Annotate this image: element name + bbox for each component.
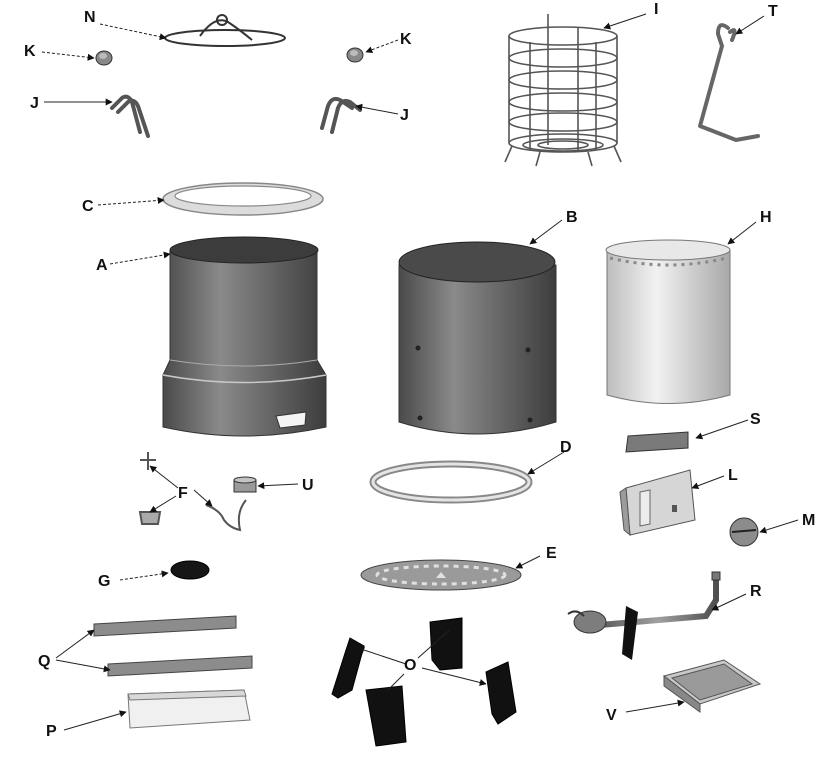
part-u-cap: [233, 476, 257, 493]
part-g-disc: [170, 560, 210, 580]
part-b-inner-shell: [398, 241, 557, 435]
callout-m: M: [802, 512, 815, 529]
part-t-hook: [698, 23, 760, 142]
part-o-legs: [331, 617, 517, 747]
callout-u: U: [302, 477, 314, 494]
callout-n: N: [84, 9, 96, 26]
part-m-control-knob: [729, 517, 759, 547]
callout-labels: N K K J J I T C A B H S L M U F D G E R …: [24, 1, 815, 740]
callout-i: I: [654, 1, 658, 18]
callout-r: R: [750, 583, 762, 600]
callout-p: P: [46, 723, 57, 740]
part-l-burner-bracket: [619, 469, 696, 537]
callout-q: Q: [38, 653, 50, 670]
callout-j-left: J: [30, 95, 39, 112]
callout-b: B: [566, 209, 578, 226]
part-e-heat-plate: [360, 559, 522, 591]
part-k-knob-right: [346, 47, 364, 63]
callout-v: V: [606, 707, 617, 724]
callout-j-right: J: [400, 107, 409, 124]
part-v-pan: [662, 659, 762, 713]
part-q-rails: [93, 615, 253, 677]
callout-d: D: [560, 439, 572, 456]
callout-g: G: [98, 573, 110, 590]
callout-k-right: K: [400, 31, 412, 48]
part-n-lid-rack: [164, 14, 286, 47]
part-r-burner-tube: [567, 571, 721, 660]
part-k-knob-left: [95, 50, 113, 66]
part-c-gasket: [162, 182, 324, 216]
part-j-handle-right: [320, 96, 362, 134]
callout-a: A: [96, 257, 108, 274]
callout-k-left: K: [24, 43, 36, 60]
part-h-liner: [605, 239, 731, 404]
callout-e: E: [546, 545, 557, 562]
part-f-valve-set: [138, 452, 247, 532]
part-p-drip-tray: [127, 689, 251, 729]
leader-lines: [41, 13, 799, 731]
callout-h: H: [760, 209, 772, 226]
part-d-burner-ring: [369, 460, 533, 504]
callout-c: C: [82, 198, 94, 215]
callout-l: L: [728, 467, 738, 484]
part-a-outer-shell: [162, 236, 327, 437]
part-j-handle-left: [110, 94, 150, 138]
callout-f: F: [178, 485, 188, 502]
callout-o: O: [404, 657, 416, 674]
part-i-basket: [504, 14, 622, 167]
callout-s: S: [750, 411, 761, 428]
part-s-plate: [625, 431, 689, 453]
callout-t: T: [768, 3, 778, 20]
